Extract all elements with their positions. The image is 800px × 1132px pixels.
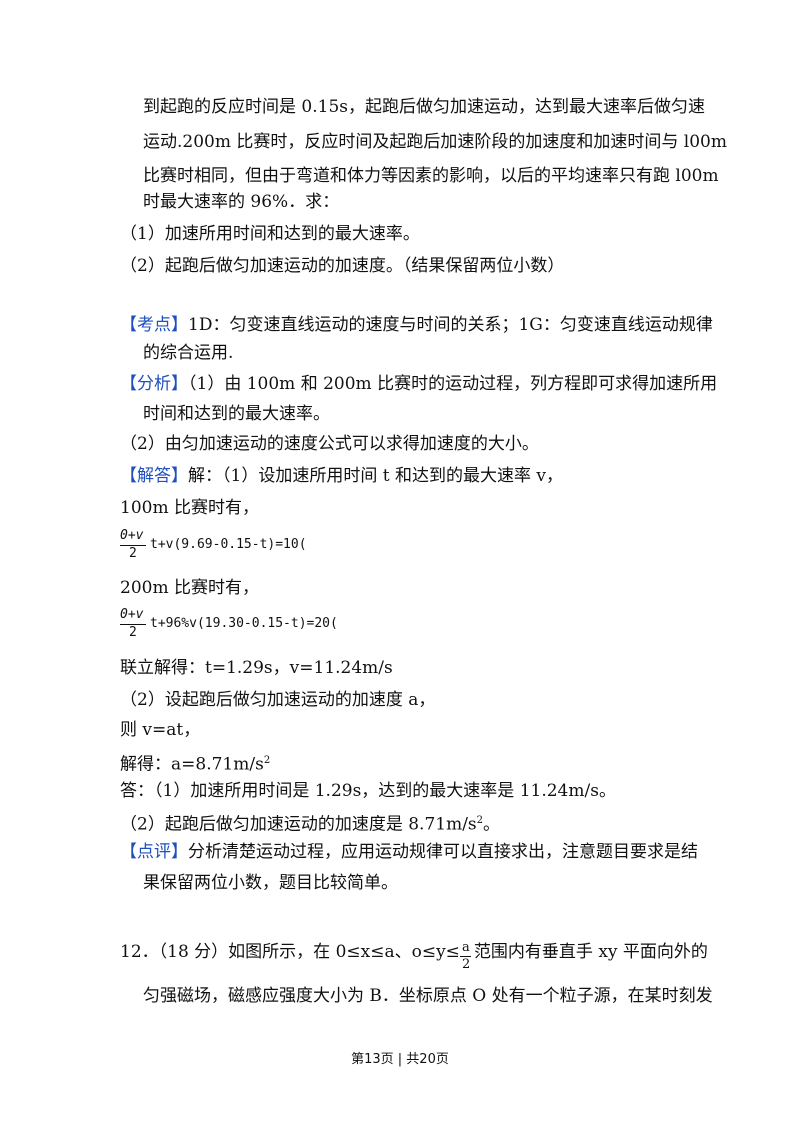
fenxi-tag: 【分析】 xyxy=(120,374,188,394)
equation-2: 0+v 2 t+96%v(19.30-0.15-t)=20( xyxy=(120,607,380,643)
solve-line-2: 解得：a=8.71m/s2 xyxy=(120,749,270,777)
problem-line-3: 比赛时相同，但由于弯道和体力等因素的影响，以后的平均速率只有跑 l00m xyxy=(143,166,719,186)
equation-2-denominator: 2 xyxy=(129,625,137,640)
equation-1: 0+v 2 t+v(9.69-0.15-t)=10( xyxy=(120,528,380,564)
dianping-text: 分析清楚运动过程，应用运动规律可以直接求出，注意题目要求是结 xyxy=(188,842,698,862)
jieda-tag: 【解答】 xyxy=(120,466,188,486)
line-100m: 100m 比赛时有， xyxy=(120,498,259,518)
then-line: 则 v=at， xyxy=(120,720,201,740)
fenxi-text-3: （2）由匀加速运动的速度公式可以求得加速度的大小。 xyxy=(120,434,539,454)
solve-line-2-text: 解得：a=8.71m/s xyxy=(120,754,264,775)
jieda-section: 【解答】解：（1）设加速所用时间 t 和达到的最大速率 v， xyxy=(120,464,563,488)
fraction-numerator: a xyxy=(461,940,470,955)
part-2-line: （2）设起跑后做匀加速运动的加速度 a， xyxy=(120,690,436,710)
equation-1-numerator: 0+v xyxy=(120,528,144,543)
line-200m: 200m 比赛时有， xyxy=(120,578,259,598)
fenxi-text: （1）由 100m 和 200m 比赛时的运动过程，列方程即可求得加速所用 xyxy=(188,374,718,394)
problem-line-2: 运动.200m 比赛时，反应时间及起跑后加速阶段的加速度和加速时间与 l00m xyxy=(143,132,727,152)
kaodian-text: 1D：匀变速直线运动的速度与时间的关系；1G：匀变速直线运动规律 xyxy=(188,315,713,335)
equation-2-rest: t+96%v(19.30-0.15-t)=20( xyxy=(150,616,338,631)
fraction-bar xyxy=(120,545,146,546)
fenxi-text-2: 时间和达到的最大速率。 xyxy=(143,404,330,424)
question-1: （1）加速所用时间和达到的最大速率。 xyxy=(120,224,420,244)
kaodian-text-2: 的综合运用. xyxy=(143,343,234,363)
solve-line-1: 联立解得：t=1.29s，v=11.24m/s xyxy=(120,658,393,678)
dianping-text-2: 果保留两位小数，题目比较简单。 xyxy=(143,873,398,893)
superscript: 2 xyxy=(263,755,271,766)
equation-2-numerator: 0+v xyxy=(120,607,144,622)
kaodian-section: 【考点】1D：匀变速直线运动的速度与时间的关系；1G：匀变速直线运动规律 xyxy=(120,313,713,337)
answer-2-text: （2）起跑后做匀加速运动的加速度是 8.71m/s xyxy=(120,814,477,835)
problem-line-4: 时最大速率的 96%．求： xyxy=(143,192,340,212)
problem-12-line-2: 匀强磁场，磁感应强度大小为 B．坐标原点 O 处有一个粒子源，在某时刻发 xyxy=(143,986,713,1006)
jieda-intro: 解：（1）设加速所用时间 t 和达到的最大速率 v， xyxy=(188,466,563,486)
superscript: 2 xyxy=(476,815,484,826)
dianping-tag: 【点评】 xyxy=(120,842,188,862)
problem-12-tail: 范围内有垂直手 xy 平面向外的 xyxy=(473,942,708,962)
kaodian-tag: 【考点】 xyxy=(120,315,188,335)
fraction-bar xyxy=(459,956,471,957)
answer-2: （2）起跑后做匀加速运动的加速度是 8.71m/s2。 xyxy=(120,809,500,837)
problem-line-1: 到起跑的反应时间是 0.15s，起跑后做匀加速运动，达到最大速率后做匀速 xyxy=(143,97,705,117)
fenxi-section: 【分析】（1）由 100m 和 200m 比赛时的运动过程，列方程即可求得加速所… xyxy=(120,372,717,396)
fraction-bar xyxy=(120,624,146,625)
page-footer: 第13页 | 共20页 xyxy=(351,1052,449,1067)
answer-2-end: 。 xyxy=(483,814,501,835)
equation-1-denominator: 2 xyxy=(129,546,137,561)
problem-12-lead: 12．（18 分）如图所示，在 0≤x≤a、o≤y≤ xyxy=(120,942,460,962)
equation-1-rest: t+v(9.69-0.15-t)=10( xyxy=(150,537,307,552)
fraction-denominator: 2 xyxy=(461,957,471,972)
answer-1: 答：（1）加速所用时间是 1.29s，达到的最大速率是 11.24m/s。 xyxy=(120,781,616,801)
dianping-section: 【点评】分析清楚运动过程，应用运动规律可以直接求出，注意题目要求是结 xyxy=(120,840,698,864)
question-2: （2）起跑后做匀加速运动的加速度。（结果保留两位小数） xyxy=(120,256,565,276)
